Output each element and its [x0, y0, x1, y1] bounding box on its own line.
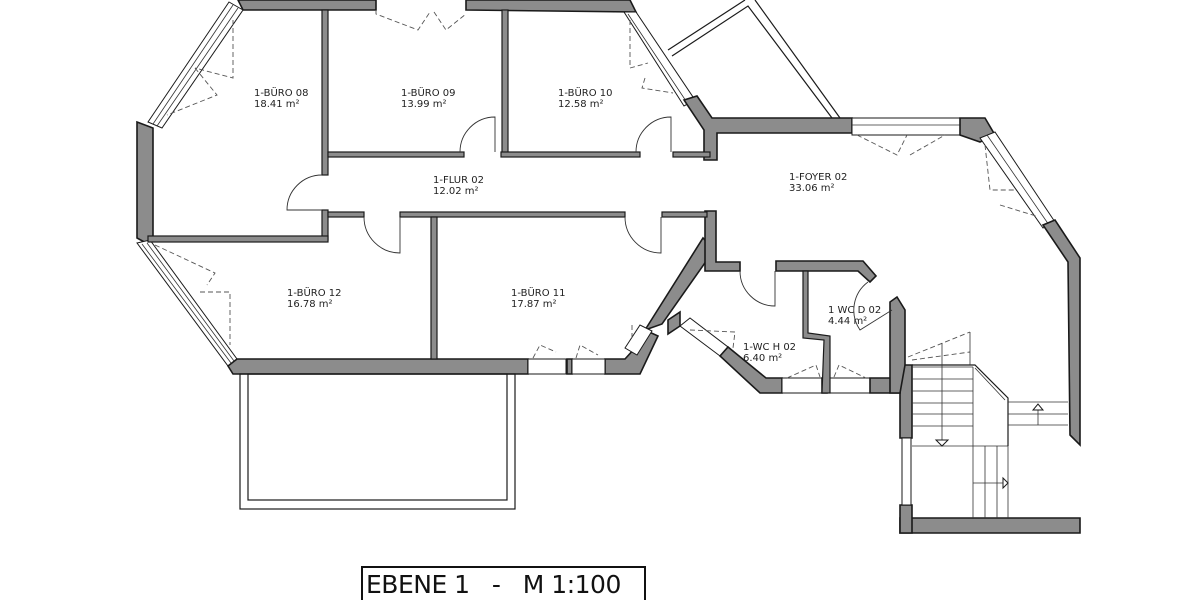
- room-label-wcd02: 1 WC D 02 4.44 m²: [828, 305, 881, 327]
- room-name: 1-BÜRO 11: [511, 288, 566, 299]
- room-name: 1-FLUR 02: [433, 175, 484, 186]
- balcony-top: [667, 0, 746, 51]
- room-name: 1-BÜRO 08: [254, 88, 309, 99]
- door-buero11: [624, 216, 662, 254]
- wall-left: [136, 120, 154, 246]
- window-buero10: [623, 11, 696, 107]
- window-foyer-diag: [979, 131, 1056, 229]
- wall-bottom-right: [899, 517, 1081, 534]
- door-buero09: [459, 116, 496, 153]
- room-area: 4.44 m²: [828, 316, 868, 327]
- room-label-buero12: 1-BÜRO 12 16.78 m²: [287, 288, 342, 310]
- wall-buero12-11: [430, 216, 438, 360]
- wall-right: [1041, 219, 1081, 447]
- wall-top-mid: [465, 0, 638, 13]
- room-name: 1-BÜRO 09: [401, 88, 456, 99]
- room-area: 12.02 m²: [433, 186, 479, 197]
- room-name: 1 WC D 02: [828, 305, 882, 316]
- drawing-title: EBENE 1 - M 1:100: [361, 566, 646, 600]
- room-area: 12.58 m²: [558, 99, 604, 110]
- room-area: 17.87 m²: [511, 299, 557, 310]
- room-label-foyer02: 1-FOYER 02 33.06 m²: [789, 172, 847, 194]
- room-area: 6.40 m²: [743, 353, 783, 364]
- room-area: 16.78 m²: [287, 299, 333, 310]
- window-buero12: [136, 239, 238, 367]
- room-area: 33.06 m²: [789, 183, 835, 194]
- room-label-buero09: 1-BÜRO 09 13.99 m²: [401, 88, 456, 110]
- wall-buero09-10: [501, 9, 509, 156]
- door-wc-h: [739, 270, 776, 307]
- room-name: 1-FOYER 02: [789, 172, 848, 183]
- room-label-buero11: 1-BÜRO 11 17.87 m²: [511, 288, 566, 310]
- door-buero12: [363, 216, 401, 254]
- room-name: 1-BÜRO 10: [558, 88, 613, 99]
- room-area: 18.41 m²: [254, 99, 300, 110]
- room-label-flur02: 1-FLUR 02 12.02 m²: [433, 175, 484, 197]
- room-label-buero10: 1-BÜRO 10 12.58 m²: [558, 88, 613, 110]
- balcony-bottom: [239, 373, 516, 510]
- room-name: 1-BÜRO 12: [287, 288, 342, 299]
- door-wc-d: [853, 281, 893, 331]
- wall-bottom: [226, 358, 529, 375]
- door-flur-buero08: [286, 174, 323, 211]
- room-area: 13.99 m²: [401, 99, 447, 110]
- room-label-buero08: 1-BÜRO 08 18.41 m²: [254, 88, 309, 110]
- staircase: [907, 331, 1068, 518]
- wall-top-left: [237, 0, 377, 11]
- room-name: 1-WC H 02: [743, 342, 797, 353]
- wall-buero08-09: [321, 9, 329, 176]
- door-buero10: [635, 116, 672, 153]
- room-label-wch02: 1-WC H 02 6.40 m²: [743, 342, 796, 364]
